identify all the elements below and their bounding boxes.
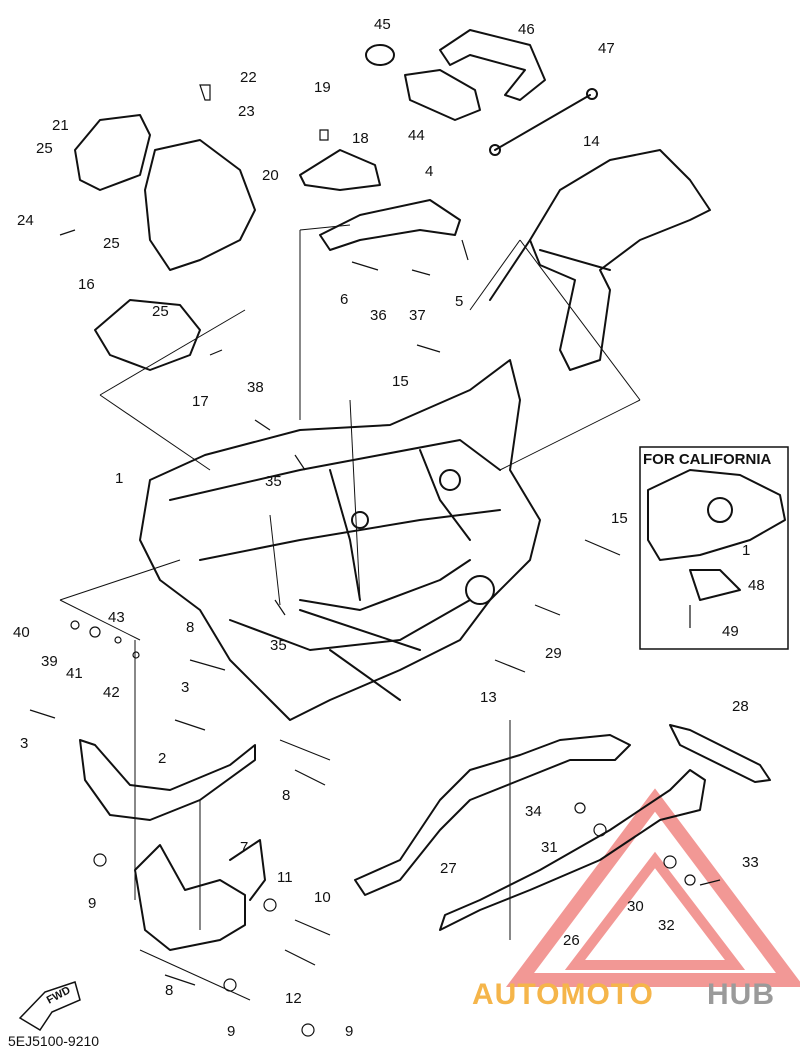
down-tube-2 <box>79 739 256 821</box>
callout-30: 30 <box>627 898 644 915</box>
callout-3a: 3 <box>181 679 189 696</box>
callout-24: 24 <box>17 212 34 229</box>
callout-labels: 1 2 3 3 4 5 6 7 8 8 8 9 9 9 10 11 12 13 … <box>13 16 759 1040</box>
callout-45: 45 <box>374 16 391 33</box>
callout-25c: 25 <box>152 303 169 320</box>
callout-8c: 8 <box>165 982 173 999</box>
callout-15b: 15 <box>611 510 628 527</box>
callout-28: 28 <box>732 698 749 715</box>
callout-8b: 8 <box>282 787 290 804</box>
callout-47: 47 <box>598 40 615 57</box>
bolts <box>29 84 721 1037</box>
watermark-text: AUTOMOTO HUB <box>472 978 775 1011</box>
callout-44: 44 <box>408 127 425 144</box>
callout-42: 42 <box>103 684 120 701</box>
callout-32: 32 <box>658 917 675 934</box>
callout-21: 21 <box>52 117 69 134</box>
callout-15a: 15 <box>392 373 409 390</box>
california-inset: FOR CALIFORNIA 1 48 49 <box>639 446 789 650</box>
callout-19: 19 <box>314 79 331 96</box>
callout-29: 29 <box>545 645 562 662</box>
callout-25b: 25 <box>103 235 120 252</box>
callout-4: 4 <box>425 163 433 180</box>
callout-26: 26 <box>563 932 580 949</box>
callout-35b: 35 <box>270 637 287 654</box>
callout-8a: 8 <box>186 619 194 636</box>
callout-14: 14 <box>583 133 600 150</box>
callout-5: 5 <box>455 293 463 310</box>
fwd-arrow-icon: FWD <box>18 981 81 1032</box>
callout-10: 10 <box>314 889 331 906</box>
watermark-part1: AUTOMOTO <box>472 978 654 1011</box>
callout-17: 17 <box>192 393 209 410</box>
callout-9a: 9 <box>88 895 96 912</box>
callout-23: 23 <box>238 103 255 120</box>
callout-1: 1 <box>115 470 123 487</box>
callout-38: 38 <box>247 379 264 396</box>
callout-37: 37 <box>409 307 426 324</box>
callout-33: 33 <box>742 854 759 871</box>
leader-lines <box>59 224 641 1001</box>
callout-3b: 3 <box>20 735 28 752</box>
callout-20: 20 <box>262 167 279 184</box>
callout-11: 11 <box>277 869 293 886</box>
callout-22: 22 <box>240 69 257 86</box>
callout-13: 13 <box>480 689 497 706</box>
callout-6: 6 <box>340 291 348 308</box>
rear-fender-stay <box>489 149 711 371</box>
callout-9b: 9 <box>227 1023 235 1040</box>
engine-bracket-7 <box>134 839 266 951</box>
callout-46: 46 <box>518 21 535 38</box>
watermark-part2: HUB <box>707 978 775 1011</box>
callout-39: 39 <box>41 653 58 670</box>
top-small-parts <box>299 29 598 251</box>
callout-2: 2 <box>158 750 166 767</box>
callout-31: 31 <box>541 839 558 856</box>
callout-36: 36 <box>370 307 387 324</box>
callout-9c: 9 <box>345 1023 353 1040</box>
footrest-bars <box>354 724 771 931</box>
callout-48: 48 <box>748 577 765 594</box>
callout-12: 12 <box>285 990 302 1007</box>
california-title: FOR CALIFORNIA <box>643 451 771 468</box>
callout-7: 7 <box>240 839 248 856</box>
diagram-code: 5EJ5100-9210 <box>8 1033 99 1049</box>
callout-43: 43 <box>108 609 125 626</box>
callout-35a: 35 <box>265 473 282 490</box>
main-frame <box>139 359 541 721</box>
callout-41: 41 <box>66 665 83 682</box>
callout-18: 18 <box>352 130 369 147</box>
callout-27: 27 <box>440 860 457 877</box>
callout-25a: 25 <box>36 140 53 157</box>
callout-49: 49 <box>722 623 739 640</box>
callout-ca-1: 1 <box>742 542 750 559</box>
side-covers <box>74 114 256 371</box>
callout-34: 34 <box>525 803 542 820</box>
callout-16: 16 <box>78 276 95 293</box>
watermark-logo <box>506 788 800 987</box>
callout-40: 40 <box>13 624 30 641</box>
